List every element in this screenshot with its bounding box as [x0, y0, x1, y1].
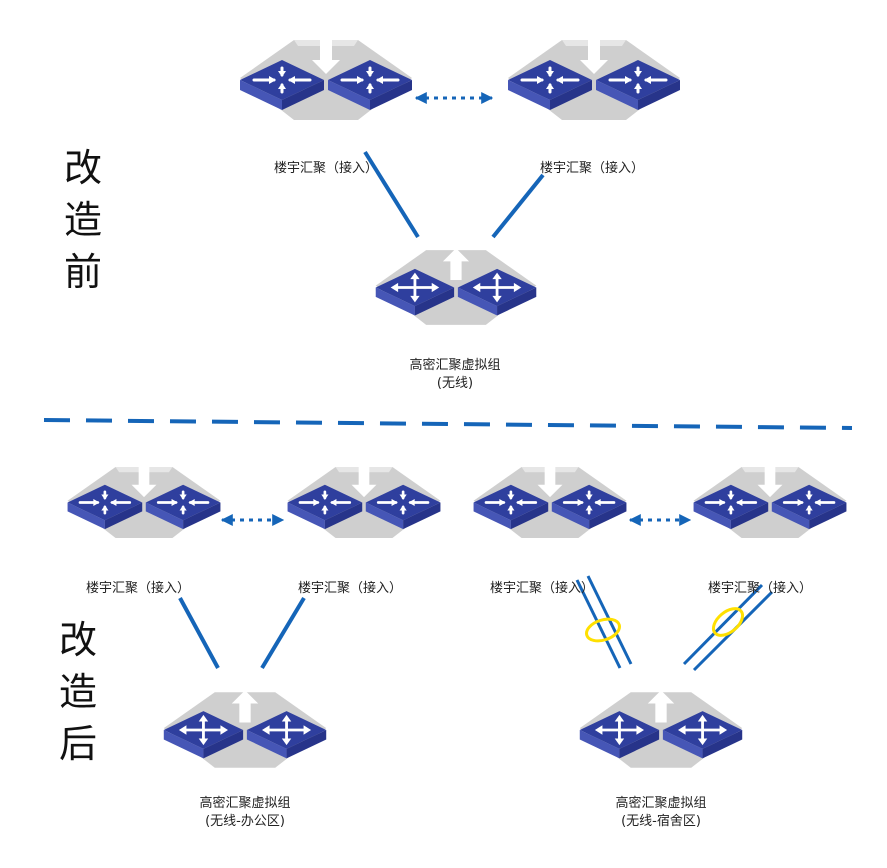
section-divider — [43, 418, 853, 430]
lag-ring-left — [585, 617, 621, 643]
after-core-switch-dorm — [578, 688, 744, 770]
core-label-line2: (无线) — [436, 376, 474, 391]
lag-ring-right — [711, 607, 745, 637]
core-label-line2: (无线-宿舍区) — [621, 814, 701, 829]
core-label-line1: 高密汇聚虚拟组 — [615, 796, 707, 811]
after-section — [66, 465, 848, 770]
before-access-switch-right — [506, 38, 682, 122]
section-label-char: 改 — [63, 146, 102, 190]
before-link-right — [491, 173, 545, 239]
section-label-char: 改 — [58, 618, 97, 662]
label-before-access-left: 楼宇汇聚（接入） — [273, 161, 379, 176]
label-after-access-4: 楼宇汇聚（接入） — [707, 581, 813, 596]
after-core-switch-office — [162, 688, 328, 770]
before-core-switch — [374, 246, 538, 327]
after-access-switch-2 — [286, 465, 442, 540]
core-label-line1: 高密汇聚虚拟组 — [199, 796, 291, 811]
label-after-core-dorm: 高密汇聚虚拟组 (无线-宿舍区) — [615, 795, 706, 831]
before-access-switch-left — [238, 38, 414, 122]
label-before-access-right: 楼宇汇聚（接入） — [539, 161, 645, 176]
after-access-switch-3 — [472, 465, 628, 540]
core-label-line1: 高密汇聚虚拟组 — [409, 358, 501, 373]
after-access-switch-1 — [66, 465, 222, 540]
label-after-core-office: 高密汇聚虚拟组 (无线-办公区) — [199, 795, 290, 831]
section-label-char: 前 — [63, 250, 102, 294]
section-label-char: 造 — [58, 670, 97, 714]
label-after-access-2: 楼宇汇聚（接入） — [297, 581, 403, 596]
after-access-switch-4 — [692, 465, 848, 540]
label-after-access-1: 楼宇汇聚（接入） — [85, 581, 191, 596]
section-label-before: 改 造 前 — [58, 142, 108, 298]
before-link-left — [363, 150, 420, 239]
before-section — [238, 38, 682, 327]
after-office-link-left — [178, 597, 220, 669]
section-label-after: 改 造 后 — [53, 614, 103, 770]
section-label-char: 后 — [58, 722, 97, 766]
after-office-link-right — [260, 596, 306, 670]
label-after-access-3: 楼宇汇聚（接入） — [489, 581, 595, 596]
label-before-core: 高密汇聚虚拟组 (无线) — [409, 357, 500, 393]
core-label-line2: (无线-办公区) — [205, 814, 285, 829]
section-label-char: 造 — [63, 198, 102, 242]
